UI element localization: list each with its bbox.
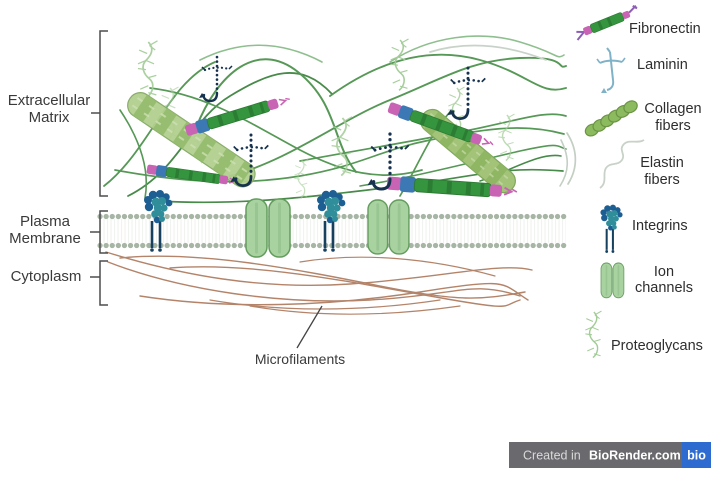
microfilaments-label: Microfilaments	[255, 351, 345, 367]
laminin	[445, 66, 487, 121]
ecm-fiber-curve	[429, 44, 547, 61]
microfilament-strand	[169, 266, 521, 307]
bio-logo	[682, 442, 711, 468]
legend-label-laminin: Laminin	[637, 57, 688, 73]
fibronectin-icon	[576, 4, 638, 41]
plasma-membrane-label-line2: Membrane	[9, 230, 81, 247]
proteoglycan	[389, 38, 410, 92]
cytoplasm-bracket	[99, 260, 108, 306]
extracellular-matrix-label-line1: Extracellular	[8, 92, 91, 109]
microfilament-strand	[209, 299, 441, 310]
legend-label-elastin-2: fibers	[644, 172, 679, 188]
integrins-icon	[599, 203, 624, 254]
region-annotations	[90, 30, 323, 349]
ecm-fiber-curve	[195, 58, 357, 173]
microfilament-strand	[119, 255, 526, 299]
legend-label-elastin-1: Elastin	[640, 155, 684, 171]
ecm-fiber-curve	[119, 109, 148, 199]
ecm-fiber-curve	[329, 53, 567, 97]
badge-prefix-text: Created in	[523, 449, 581, 463]
legend-label-ion-1: Ion	[654, 264, 674, 280]
microfilaments-group	[105, 251, 533, 315]
laminin-icon	[596, 47, 626, 93]
integrin	[142, 188, 174, 254]
legend: Fibronectin Laminin Collagen fibers Elas…	[576, 4, 703, 359]
legend-label-collagen-1: Collagen	[644, 101, 701, 117]
microfilament-strand	[139, 282, 529, 306]
ecm-fiber-curve	[229, 56, 567, 177]
microfilaments-pointer-line	[296, 305, 323, 349]
microfilament-strand	[105, 251, 533, 286]
biorender-badge: Created in BioRender.com bio	[509, 442, 711, 468]
legend-label-ion-2: channels	[635, 280, 693, 296]
badge-background	[509, 442, 682, 468]
extracellular-matrix-label-line2: Matrix	[29, 109, 70, 126]
plasma-membrane-label-line1: Plasma	[20, 213, 71, 230]
microfilament-strand	[299, 256, 496, 277]
bio-logo-text: bio	[687, 449, 706, 463]
ecm-fiber-curve	[199, 44, 323, 63]
cytoplasm-label: Cytoplasm	[11, 268, 82, 285]
laminin	[197, 55, 234, 103]
legend-label-integrins: Integrins	[632, 218, 688, 234]
collagen-fibers-icon	[584, 100, 638, 137]
ecm-fiber-curve	[559, 139, 569, 187]
proteoglycan	[293, 158, 309, 199]
ecm-fiber-curve	[149, 87, 423, 176]
microfilament-strand	[249, 305, 461, 315]
elastin-fibers-icon	[599, 139, 645, 189]
ecm-bracket	[99, 30, 108, 197]
ecm-fiber-curve	[566, 132, 577, 185]
legend-label-collagen-2: fibers	[655, 118, 690, 134]
ion-channels-icon	[600, 262, 625, 299]
proteoglycans-icon	[584, 310, 603, 359]
ecm-fiber-curve	[389, 35, 565, 63]
legend-label-proteoglycans: Proteoglycans	[611, 338, 703, 354]
badge-brand-text: BioRender.com	[589, 449, 681, 463]
legend-label-fibronectin: Fibronectin	[629, 21, 701, 37]
